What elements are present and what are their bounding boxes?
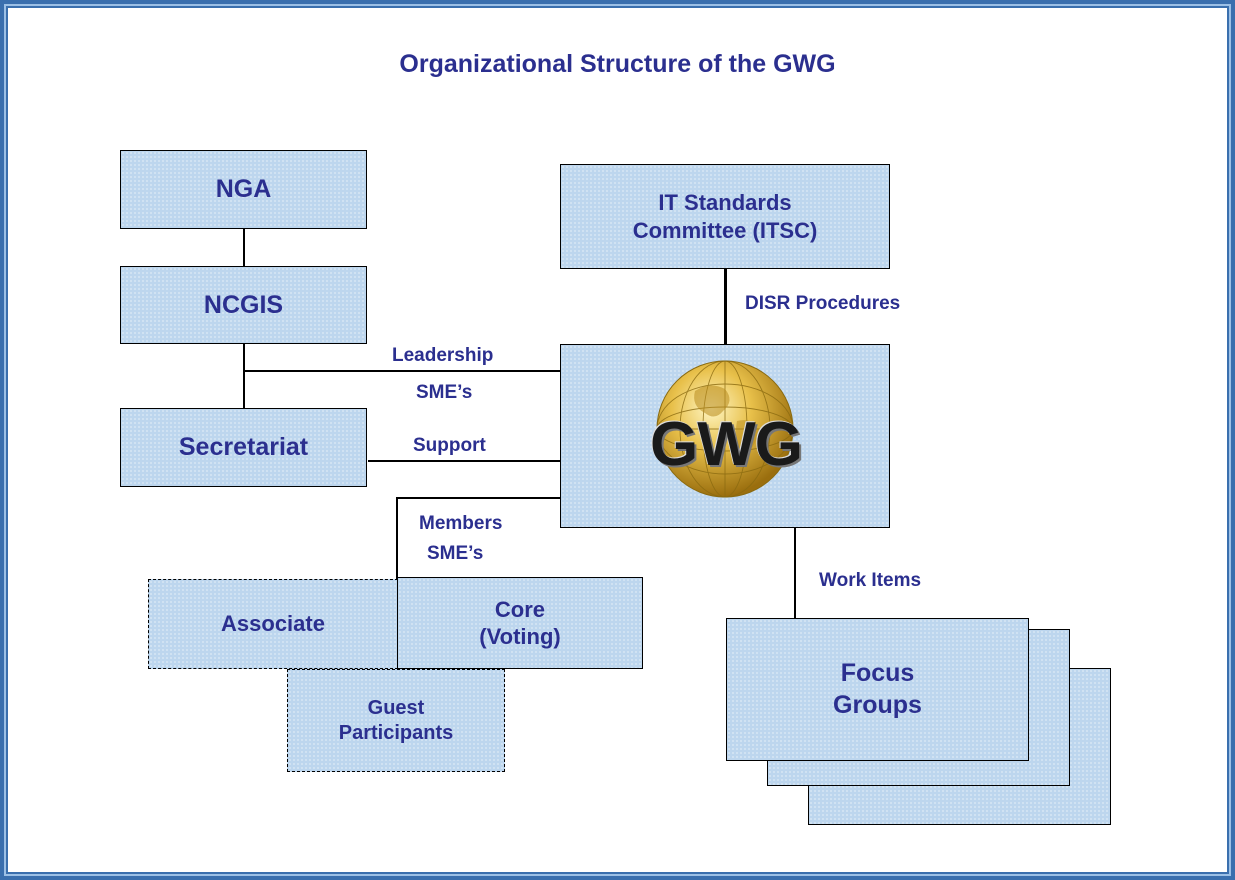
connector-support (368, 460, 560, 462)
smes-members-label: SME’s (427, 543, 484, 564)
associate-box: Associate (148, 579, 398, 669)
connector-leadership (243, 370, 560, 372)
gwg-box: GWG (560, 344, 890, 528)
guest-participants-box: Guest Participants (287, 669, 505, 772)
support-label: Support (413, 435, 486, 456)
secretariat-label: Secretariat (178, 433, 309, 461)
connector-ncgis-secretariat (243, 343, 245, 409)
diagram-title: Organizational Structure of the GWG (399, 50, 836, 78)
connector-work-items (794, 527, 796, 619)
connector-nga-ncgis (243, 228, 245, 267)
members-label: Members (419, 513, 503, 534)
itsc-box: IT Standards Committee (ITSC) (560, 164, 890, 269)
disr-procedures-label: DISR Procedures (745, 293, 901, 314)
core-box: Core (Voting) (397, 577, 643, 669)
core-label: Core (Voting) (479, 596, 561, 650)
connector-disr (724, 268, 727, 345)
smes-leadership-label: SME’s (416, 382, 473, 403)
connector-members-h (396, 497, 560, 499)
ncgis-box: NCGIS (120, 266, 367, 344)
nga-box: NGA (120, 150, 367, 229)
work-items-label: Work Items (819, 570, 922, 591)
ncgis-label: NCGIS (203, 290, 284, 319)
secretariat-box: Secretariat (120, 408, 367, 487)
itsc-label: IT Standards Committee (ITSC) (632, 190, 818, 243)
gwg-logo-text: GWG (650, 410, 803, 479)
focus-groups-box: Focus Groups (726, 618, 1029, 761)
leadership-label: Leadership (392, 345, 494, 366)
focus-groups-label: Focus Groups (833, 659, 922, 719)
guest-participants-label: Guest Participants (338, 696, 454, 744)
globe-icon (656, 360, 794, 498)
associate-label: Associate (221, 611, 325, 636)
nga-label: NGA (215, 175, 272, 203)
